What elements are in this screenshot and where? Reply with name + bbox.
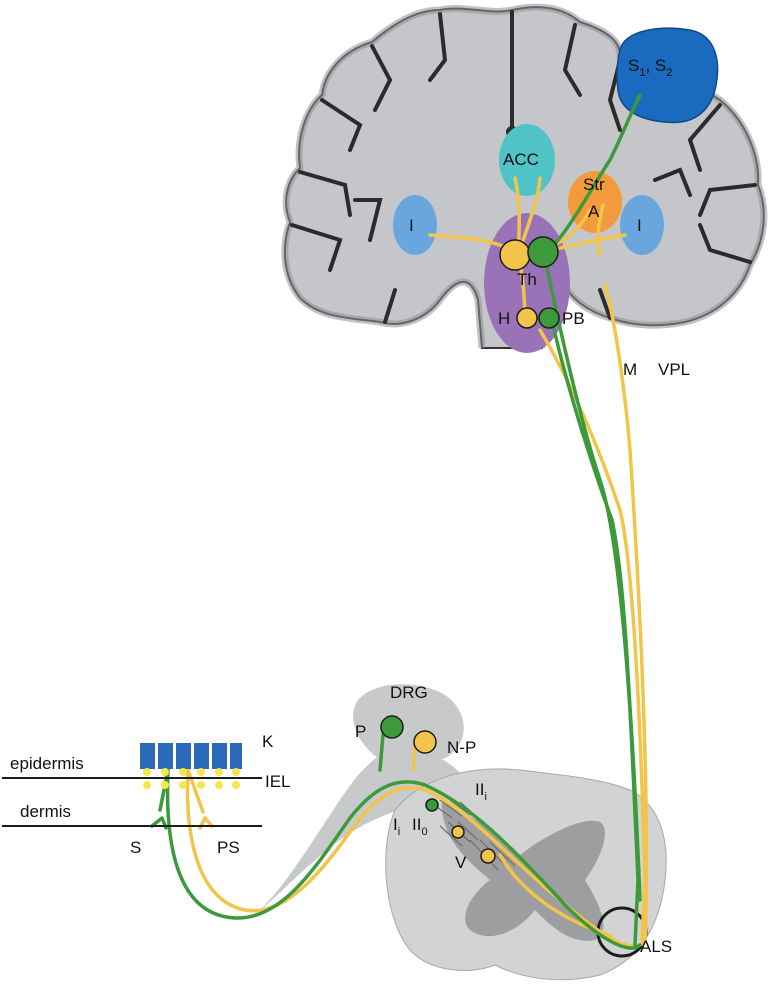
amygdala-striatum-region: [568, 171, 622, 233]
parabrachial-label: PB: [562, 309, 585, 328]
medial-label: M: [623, 360, 637, 379]
insula-left-region: [393, 195, 437, 255]
iel-label: IEL: [265, 772, 291, 791]
drg-pain-neuron: [380, 715, 404, 739]
thalamus-label: Th: [517, 270, 537, 289]
acc-label: ACC: [503, 150, 539, 169]
lamina-i-subscript: i: [398, 826, 400, 838]
lamina-ii-i-label: IIi: [475, 780, 487, 803]
s1-letter: S: [628, 56, 639, 75]
brain-gyri-rim: [281, 3, 768, 349]
nonpain-neuron-label: N-P: [447, 738, 476, 757]
insula-right-region: [620, 195, 664, 255]
drg-nonpain-neuron: [413, 730, 437, 754]
hypothalamus-label: H: [498, 309, 510, 328]
dorsal-horn-laminae: [429, 799, 516, 871]
lamina-ii-neuron: [451, 825, 465, 839]
dorsal-root: [250, 747, 470, 918]
vpl-label: VPL: [658, 360, 690, 379]
striatum-label: Str: [583, 175, 605, 194]
lamina-ii-i-subscript: i: [484, 791, 486, 803]
lamina-v-label: V: [455, 853, 467, 872]
epidermis-label: epidermis: [10, 754, 84, 773]
thalamus-pain-neuron: [527, 236, 559, 268]
ps-ending-label: PS: [217, 838, 240, 857]
lamina-ii-i-letter: II: [475, 780, 484, 799]
lamina-i-label: Ii: [393, 815, 400, 838]
lamina-ii0-label: II0: [412, 815, 428, 838]
lamina-v-neuron: [480, 848, 496, 864]
lamina-i-letter: I: [393, 815, 398, 834]
intraepidermal-lymphocytes: [143, 768, 240, 789]
neuron-bodies: [380, 236, 560, 864]
lamina-ii0-subscript: 0: [421, 826, 427, 838]
hypothalamus-neuron: [516, 307, 538, 329]
parabrachial-neuron: [538, 307, 560, 329]
pain-pathway: [165, 93, 642, 950]
pain-neuron-label: P: [355, 722, 366, 741]
s1-subscript: 1: [639, 67, 645, 79]
sensory-ending-label: S: [130, 838, 141, 857]
keratinocyte-label: K: [262, 732, 274, 751]
lamina-ii0-letter: II: [412, 815, 421, 834]
skin-section: [2, 743, 262, 827]
insula-left-label: I: [409, 216, 414, 235]
keratinocytes: [140, 743, 242, 769]
als-label: ALS: [640, 937, 672, 956]
s1-s2-label: S1, S2: [628, 56, 672, 79]
lamina-i-neuron: [425, 798, 439, 812]
s1-s2-cortex-region: [616, 27, 719, 124]
drg-label: DRG: [390, 683, 428, 702]
s2-subscript: 2: [666, 67, 672, 79]
insula-right-label: I: [637, 216, 642, 235]
dermis-label: dermis: [20, 802, 71, 821]
amygdala-label: A: [588, 202, 600, 221]
s2-letter: S: [655, 56, 666, 75]
thalamus-nonpain-neuron: [499, 239, 531, 271]
brain-sulci: [290, 10, 757, 324]
